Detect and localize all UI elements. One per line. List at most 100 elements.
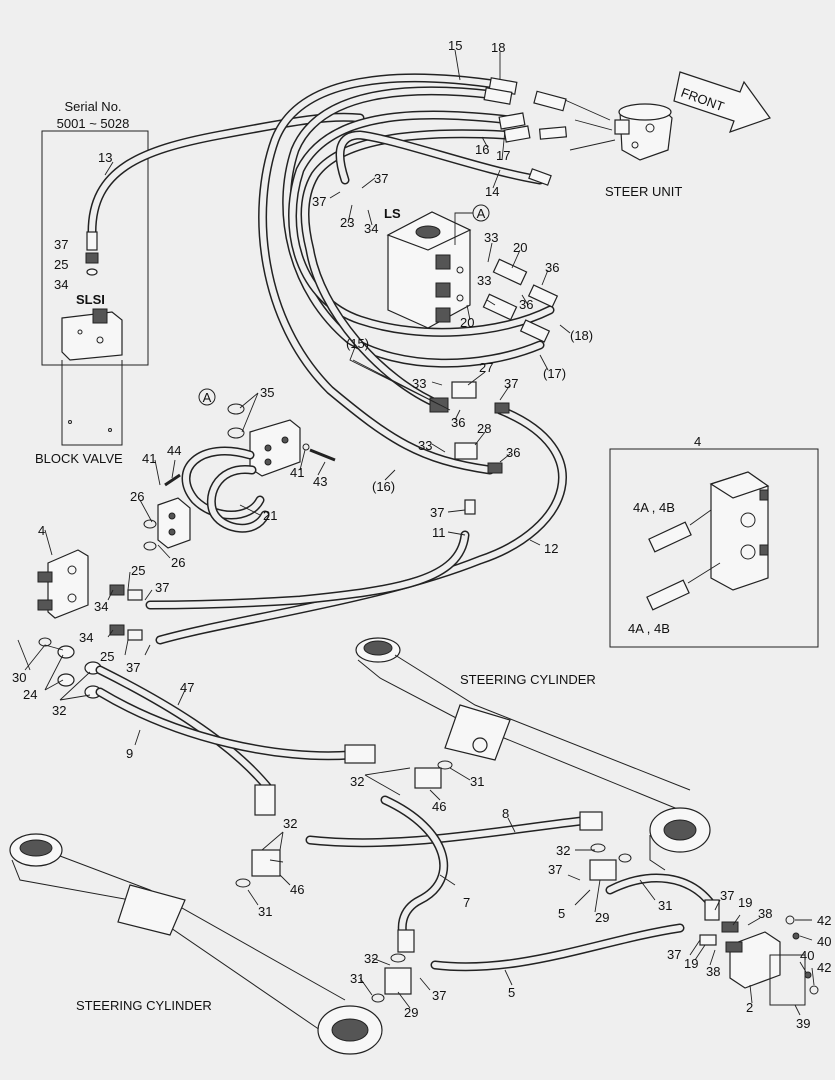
callout-33-a: 33 (484, 230, 498, 245)
steering-cylinder-right: STEERING CYLINDER (355, 637, 711, 871)
callout-25-b: 25 (100, 649, 114, 664)
callout-37-c: 37 (504, 376, 518, 391)
callout-5-a: 5 (558, 906, 565, 921)
callout-44: 44 (167, 443, 181, 458)
bracket-39 (769, 954, 806, 1006)
bolt-43 (309, 448, 336, 462)
callout-37-j: 37 (432, 988, 446, 1003)
inset-4a4b-top: 4A , 4B (633, 500, 675, 515)
valve-4-body (47, 549, 89, 619)
serial-range: 5001 ~ 5028 (57, 116, 130, 131)
callout-17-paren: (17) (543, 366, 566, 381)
callout-32-d: 32 (556, 843, 570, 858)
steering-cylinder-left-label: STEERING CYLINDER (76, 998, 212, 1013)
callout-34-slsi: 34 (54, 277, 68, 292)
hose-9 (95, 687, 355, 761)
callout-37-g: 37 (548, 862, 562, 877)
callout-40-b: 40 (800, 948, 814, 963)
slsi-label: SLSI (76, 292, 105, 307)
callout-29-b: 29 (404, 1005, 418, 1020)
callout-33-d: 33 (418, 438, 432, 453)
callout-33-b: 33 (477, 273, 491, 288)
upper-hose-bundle (145, 73, 568, 645)
callout-40-a: 40 (817, 934, 831, 949)
front-arrow-shape (673, 71, 771, 133)
inset-4: 4 4A , 4B 4A , 4B (609, 434, 819, 648)
callout-36-b: 36 (519, 297, 533, 312)
callout-38-b: 38 (706, 964, 720, 979)
callout-37-i: 37 (667, 947, 681, 962)
callout-32-e: 32 (364, 951, 378, 966)
callout-26-a: 26 (130, 489, 144, 504)
callout-7: 7 (463, 895, 470, 910)
serial-header: Serial No. (64, 99, 121, 114)
detail-a-1: A (477, 206, 486, 221)
callout-34-b: 34 (94, 599, 108, 614)
ls-label: LS (384, 206, 401, 221)
detail-a-2: A (203, 390, 212, 405)
leader-lines (17, 49, 815, 1016)
callout-16-paren: (16) (372, 479, 395, 494)
callout-20-b: 20 (460, 315, 474, 330)
fitting-20-lower (482, 293, 518, 321)
callout-21: 21 (263, 508, 277, 523)
callout-47: 47 (180, 680, 194, 695)
callout-37-f: 37 (126, 660, 140, 675)
lower-hoses (95, 665, 717, 1003)
block-valve-label: BLOCK VALVE (35, 451, 123, 466)
callout-30: 30 (12, 670, 26, 685)
inset-4-frame (609, 448, 819, 648)
callout-38-a: 38 (758, 906, 772, 921)
callout-25-slsi: 25 (54, 257, 68, 272)
valve-2-body (729, 931, 781, 989)
callout-23: 23 (340, 215, 354, 230)
callout-37-slsi: 37 (54, 237, 68, 252)
fitting-hose-47-end (254, 784, 276, 816)
callout-36-a: 36 (545, 260, 559, 275)
callout-12: 12 (544, 541, 558, 556)
cartridge-4a4b-top (648, 521, 692, 553)
callout-27: 27 (479, 360, 493, 375)
callout-42-a: 42 (817, 913, 831, 928)
callout-37-e: 37 (155, 580, 169, 595)
tee-46-right (414, 767, 442, 789)
callout-29-a: 29 (595, 910, 609, 925)
callout-11: 11 (432, 525, 446, 540)
callout-14: 14 (485, 184, 499, 199)
callout-36-d: 36 (506, 445, 520, 460)
callout-37-h: 37 (720, 888, 734, 903)
tee-29-lower (384, 967, 412, 995)
callout-39: 39 (796, 1016, 810, 1031)
callout-36-c: 36 (451, 415, 465, 430)
callout-31-d: 31 (350, 971, 364, 986)
callout-26-b: 26 (171, 555, 185, 570)
callout-9: 9 (126, 746, 133, 761)
callout-34-a: 34 (364, 221, 378, 236)
block-valve-assembly: A (37, 388, 336, 699)
callout-31-c: 31 (658, 898, 672, 913)
callout-4-left: 4 (38, 523, 45, 538)
steering-cylinder-right-label: STEERING CYLINDER (460, 672, 596, 687)
callout-numbers: 15 18 13 16 17 14 37 37 23 34 37 25 34 3… (12, 38, 831, 1031)
callout-32-c: 32 (283, 816, 297, 831)
callout-8: 8 (502, 806, 509, 821)
steer-unit: STEER UNIT (564, 99, 682, 199)
callout-31-b: 31 (258, 904, 272, 919)
detail-a-marker-2 (198, 388, 216, 406)
fitting-37-d (464, 499, 476, 515)
callout-41-b: 41 (290, 465, 304, 480)
callout-37-a: 37 (374, 171, 388, 186)
callout-43: 43 (313, 474, 327, 489)
steering-cylinder-left: STEERING CYLINDER (9, 833, 383, 1055)
fitting-37-slsi (86, 231, 98, 251)
callout-19-b: 19 (684, 956, 698, 971)
callout-17: 17 (496, 148, 510, 163)
callout-20-a: 20 (513, 240, 527, 255)
tee-46-left (251, 849, 281, 877)
callout-46-b: 46 (290, 882, 304, 897)
serial-inset-frame (41, 130, 149, 366)
callout-37-d: 37 (430, 505, 444, 520)
callout-28: 28 (477, 421, 491, 436)
callout-16: 16 (475, 142, 489, 157)
